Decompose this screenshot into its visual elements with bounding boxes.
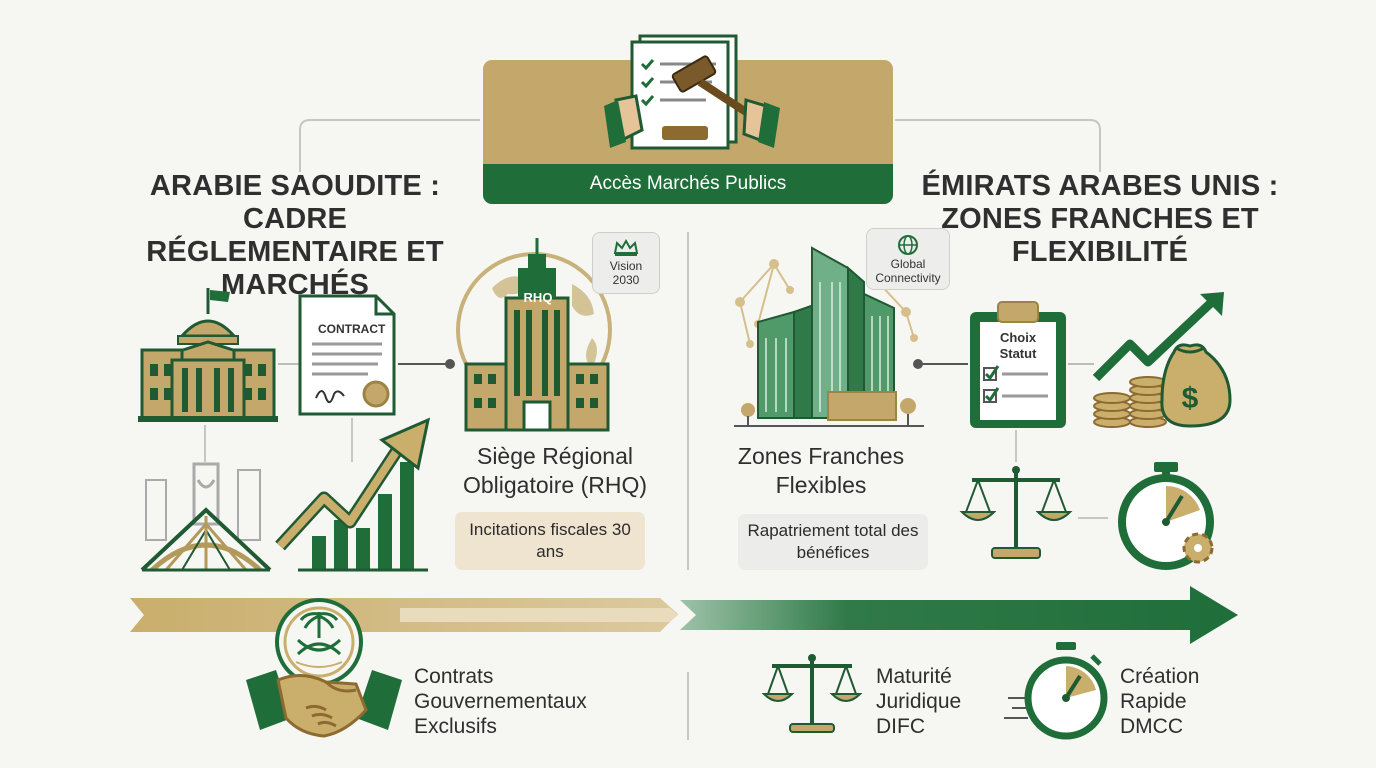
global-connectivity-text: Global Connectivity	[875, 257, 941, 285]
tax-incentive-pill: Incitations fiscales 30 ans	[455, 512, 645, 570]
global-connectivity-badge: Global Connectivity	[866, 228, 950, 290]
svg-text:$: $	[1182, 382, 1199, 415]
dmcc-label: Création Rapide DMCC	[1120, 665, 1200, 738]
contracts-label: Contrats Gouvernementaux Exclusifs	[414, 665, 587, 738]
skyscraper-icon	[734, 246, 924, 427]
tax-incentive-text: Incitations fiscales 30 ans	[469, 520, 631, 561]
saudi-emblem-icon	[275, 598, 363, 686]
contract-icon	[298, 294, 396, 416]
rhq-sign: RHQ	[523, 290, 553, 305]
crown-icon	[613, 239, 639, 256]
vision-badge-text: Vision 2030	[609, 259, 643, 287]
rhq-title: Siège Régional Obligatoire (RHQ)	[462, 443, 648, 498]
clipboard-icon	[970, 301, 1066, 428]
repatriation-pill: Rapatriement total des bénéfices	[738, 514, 928, 570]
gavel-icon	[604, 34, 780, 150]
globe-icon	[898, 235, 918, 255]
progress-arrow	[130, 586, 1238, 644]
left-section-title: Arabie Saoudite : Cadre Réglementaire et…	[146, 170, 444, 301]
zones-title: Zones Franches Flexibles	[737, 443, 905, 498]
stopwatch-icon	[1118, 462, 1214, 570]
growth-chart-icon	[275, 417, 431, 572]
contract-label: CONTRACT	[318, 322, 386, 336]
vision-badge: Vision 2030	[592, 232, 660, 294]
government-building-icon	[138, 288, 278, 422]
difc-label: Maturité Juridique DIFC	[876, 665, 962, 738]
header-label: Accès Marchés Publics	[589, 173, 787, 194]
right-section-title: Émirats Arabes Unis : Zones Franches et …	[921, 170, 1279, 268]
repatriation-text: Rapatriement total des bénéfices	[747, 521, 919, 562]
scales-small-icon	[761, 654, 863, 733]
status-label: Choix Statut	[999, 330, 1037, 361]
rhq-tower-icon	[456, 238, 612, 432]
gear-icon	[1182, 532, 1214, 564]
money-bag-icon: $	[1092, 292, 1232, 428]
header-label-bar: Accès Marchés Publics	[483, 164, 893, 204]
stopwatch-fast-icon	[1004, 642, 1108, 740]
handshake-icon	[246, 670, 402, 738]
riyadh-skyline-icon	[140, 462, 272, 572]
scales-icon	[959, 466, 1073, 559]
